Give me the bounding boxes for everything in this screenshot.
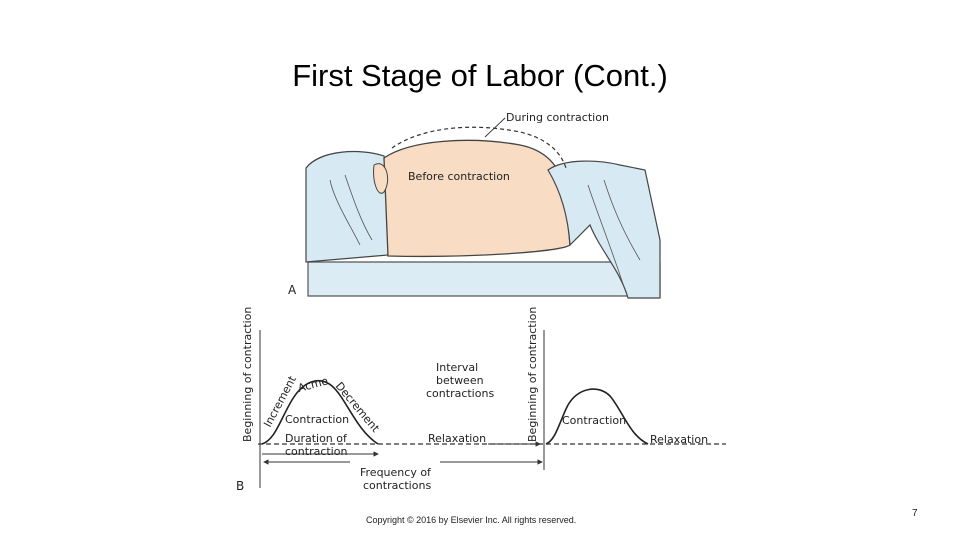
panel-a-illustration: During contraction Before contraction A bbox=[288, 111, 661, 299]
copyright-footer: Copyright © 2016 by Elsevier Inc. All ri… bbox=[366, 515, 577, 525]
slide-title: First Stage of Labor (Cont.) bbox=[292, 58, 668, 93]
contraction-label-2: Contraction bbox=[562, 414, 626, 427]
beginning-label-1: Beginning of contraction bbox=[241, 307, 254, 442]
panel-b-label: B bbox=[236, 479, 244, 493]
during-contraction-label: During contraction bbox=[506, 111, 609, 124]
interval-label-line3: contractions bbox=[426, 387, 494, 400]
before-contraction-label: Before contraction bbox=[408, 170, 510, 183]
sheet-right-fold bbox=[587, 179, 641, 291]
relaxation-label-1: Relaxation bbox=[428, 432, 486, 445]
acme-label: Acme bbox=[296, 374, 329, 395]
duration-label-line2: contraction bbox=[285, 445, 347, 458]
contraction-curve-2 bbox=[545, 388, 649, 445]
duration-label-line1: Duration of bbox=[285, 432, 348, 445]
interval-label-line2: between bbox=[436, 374, 484, 387]
bed bbox=[307, 261, 661, 297]
during-contraction-outline bbox=[391, 126, 567, 169]
frequency-label-line1: Frequency of bbox=[360, 466, 432, 479]
frequency-label-line2: contractions bbox=[363, 479, 431, 492]
contraction-label-1: Contraction bbox=[285, 413, 349, 426]
contraction-curve-1 bbox=[261, 379, 379, 445]
abdomen bbox=[383, 139, 571, 258]
beginning-label-2: Beginning of contraction bbox=[526, 307, 539, 442]
interval-label-line1: Interval bbox=[436, 361, 478, 374]
sheet-left-fold bbox=[329, 174, 373, 246]
page-number: 7 bbox=[912, 508, 918, 519]
during-contraction-leader bbox=[484, 117, 506, 138]
panel-a-label: A bbox=[288, 283, 297, 297]
panel-b-graph: Beginning of contraction Beginning of co… bbox=[236, 307, 726, 493]
relaxation-label-2: Relaxation bbox=[650, 433, 708, 446]
thigh bbox=[373, 163, 389, 194]
decrement-label: Decrement bbox=[333, 380, 383, 436]
